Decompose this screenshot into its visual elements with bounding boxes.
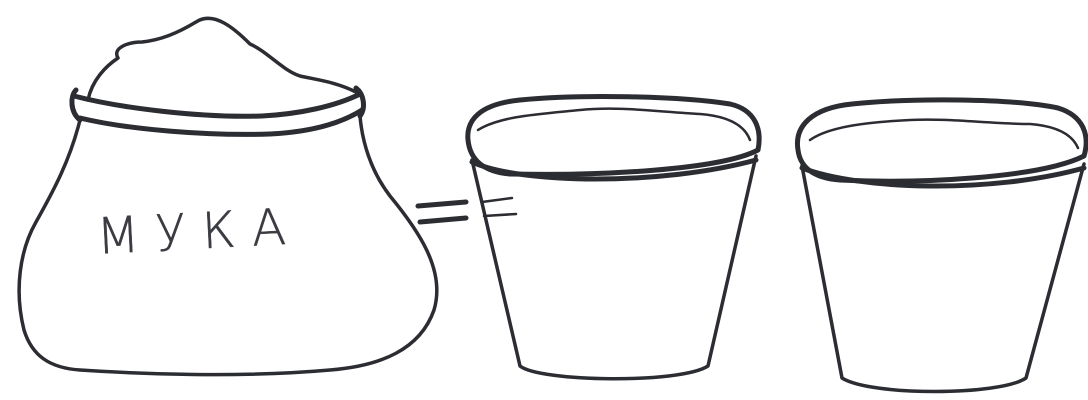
bucket-2-rim-outer bbox=[797, 100, 1086, 181]
bucket-1-sides bbox=[472, 156, 756, 379]
bucket-1 bbox=[468, 97, 759, 379]
flour-sack bbox=[19, 18, 437, 374]
bucket-2-flour-surface bbox=[810, 120, 1078, 148]
bucket-2-sides bbox=[802, 164, 1084, 392]
flour-heap bbox=[88, 18, 356, 100]
bucket-2 bbox=[797, 100, 1086, 392]
equals-sign bbox=[418, 198, 516, 222]
sack-rim bbox=[74, 94, 362, 134]
bucket-1-flour-surface bbox=[478, 109, 750, 140]
